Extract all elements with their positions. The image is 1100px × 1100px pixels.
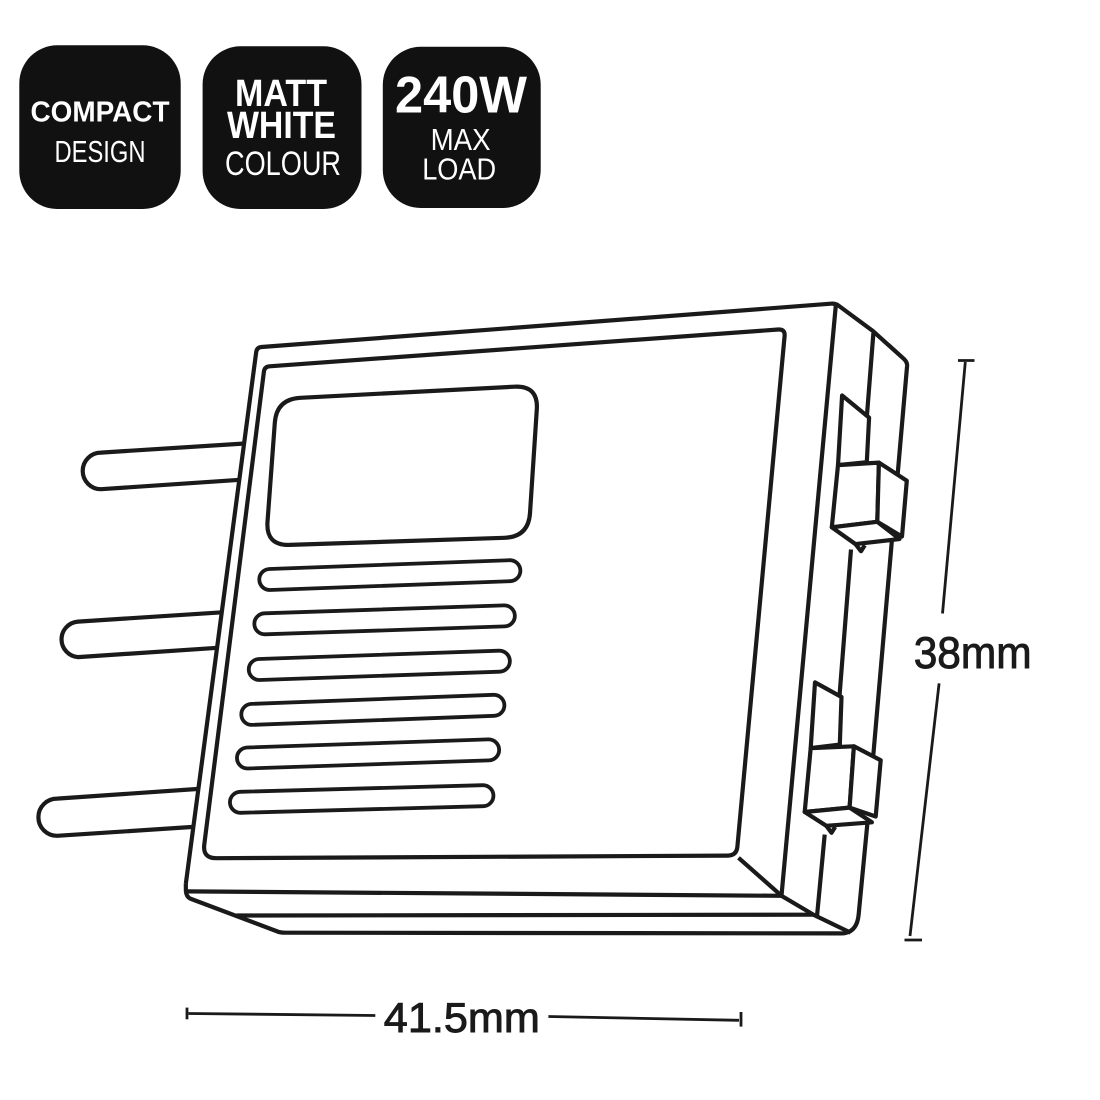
svg-text:LOAD: LOAD (422, 151, 496, 186)
svg-text:DESIGN: DESIGN (55, 134, 146, 169)
svg-text:WHITE: WHITE (227, 105, 336, 147)
svg-text:MATT: MATT (235, 73, 327, 115)
svg-text:41.5mm: 41.5mm (384, 994, 540, 1041)
svg-text:240W: 240W (395, 67, 528, 125)
svg-text:MAX: MAX (431, 122, 491, 157)
svg-text:COMPACT: COMPACT (31, 97, 170, 129)
svg-text:COLOUR: COLOUR (225, 145, 341, 183)
svg-text:38mm: 38mm (914, 629, 1032, 678)
